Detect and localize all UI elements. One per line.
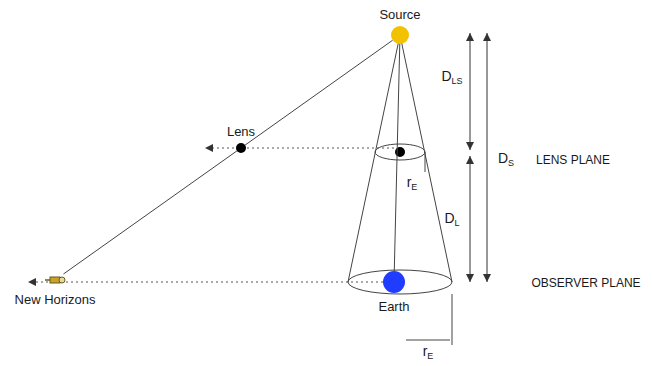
distance-label: DS (498, 150, 514, 171)
plane-label: OBSERVER PLANE (531, 276, 640, 290)
einstein-ring-lens (375, 144, 425, 160)
einstein-ring-observer (348, 270, 452, 294)
plane-label: LENS PLANE (536, 153, 610, 167)
sight-line (63, 151, 236, 274)
spacecraft-boom (45, 279, 50, 281)
node-label: New Horizons (15, 292, 96, 307)
distance-label: DL (444, 210, 459, 231)
node-label: Source (379, 7, 420, 22)
dimension-arrow (470, 33, 471, 150)
radius-tick (452, 294, 453, 345)
source-star: Source (391, 26, 409, 44)
cone-line (348, 35, 400, 282)
radius-bar (406, 340, 450, 341)
dimension-arrow (487, 33, 488, 282)
dimension-arrow (470, 156, 471, 282)
spacecraft-icon (44, 274, 66, 286)
node-label: Lens (227, 124, 255, 139)
spacecraft-dish (59, 277, 65, 283)
sight-line (394, 44, 400, 271)
sight-line (245, 40, 393, 145)
earth-circle: Earth (383, 271, 405, 293)
radius-label: rE (423, 343, 434, 364)
node-label: Earth (378, 299, 409, 314)
spacecraft: New Horizons (44, 274, 66, 286)
distance-label: DLS (441, 68, 462, 89)
motion-arrow (205, 148, 394, 149)
lens-dot (395, 147, 405, 157)
radius-label: rE (407, 174, 418, 195)
motion-arrow (28, 282, 383, 283)
lens-star: Lens (236, 143, 246, 153)
radius-tick (425, 152, 426, 172)
